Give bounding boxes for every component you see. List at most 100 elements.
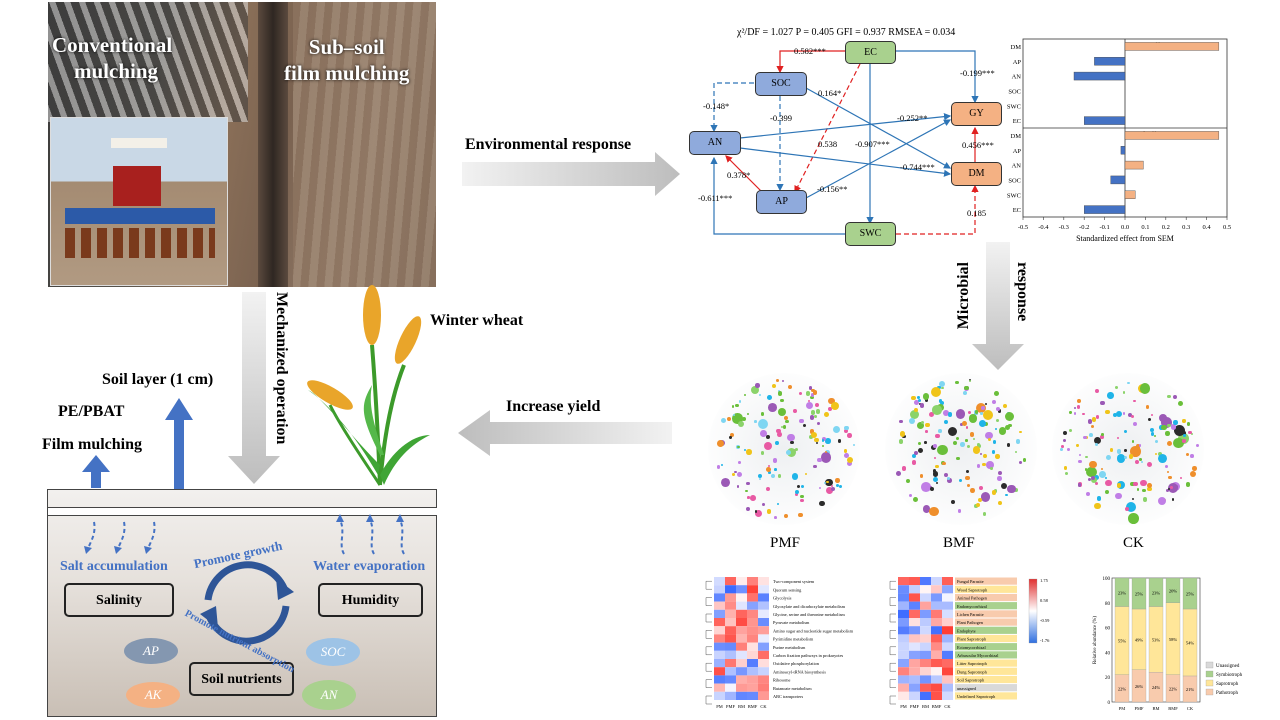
network-node [909,409,920,420]
label-saprotroph: 49% [1135,637,1144,642]
network-node [1014,450,1017,453]
network-node [938,429,942,433]
water-evaporation-label: Water evaporation [313,559,426,574]
network-node [806,401,814,409]
heatmap-cell [758,593,769,602]
network-node [1188,430,1192,435]
network-node [1087,477,1092,482]
heatmap-cell [898,601,909,610]
heatmap-cell [736,577,747,586]
heatmap-col-label: BM [922,704,929,709]
network-node [1115,492,1122,500]
network-node [917,396,921,399]
row-label-bg [955,593,1017,602]
network-node [778,408,787,417]
label-symbiotroph: 23% [1152,590,1161,595]
row-label-bg [955,651,1017,659]
network-node [1085,491,1091,497]
network-node [1004,425,1010,431]
label-saprotroph: 58% [1169,637,1178,642]
network-node [1130,446,1141,457]
network-node [1185,453,1189,456]
network-node [750,495,756,501]
heatmap-cell [931,642,942,651]
network-node [1076,444,1079,447]
network-node [757,418,769,430]
network-node [1168,487,1171,491]
network-node [828,397,835,405]
network-node [847,433,852,438]
network-node [767,394,772,400]
network-node [909,494,913,498]
effect-bar [1120,146,1126,155]
network-node [843,449,848,453]
heatmap-row-label: Butanoate metabolism [773,686,812,691]
network-node [785,419,789,424]
dendrogram-branch [889,613,896,623]
network-node [937,445,948,456]
heatmap-cell [942,675,953,684]
network-node [988,437,992,442]
coef-swc-dm: 0.185 [967,208,987,218]
network-node [1185,482,1191,487]
soil-texture [293,2,436,287]
photo-label-line: Sub–soil [308,35,385,59]
sem-paths [710,50,979,235]
network-node [1094,502,1101,510]
heatmap-cell [725,601,736,610]
network-node [980,492,991,502]
label-symbiotroph: 23% [1118,590,1127,595]
heatmap-cell [920,675,931,684]
heatmap-cell [898,618,909,627]
network-node [1124,449,1128,453]
heatmap-cell [736,601,747,610]
network-node [1086,466,1097,478]
network-node [1113,413,1118,418]
heatmap-cell [920,626,931,635]
bar-symbiotroph [1165,577,1181,603]
x-category-label: BM [1152,706,1159,711]
heatmap-row-label: Glycine, serine and threonine metabolism [773,612,845,618]
network-node [746,412,750,416]
effect-category-label: DM [1011,44,1022,51]
network-node [1146,461,1152,467]
film-layer [48,507,437,516]
photo-label-conventional: Conventional mulching [52,32,172,84]
network-node [783,513,788,518]
network-node [1083,435,1087,440]
heatmap-cell [758,683,769,692]
heatmap-cell [747,634,758,643]
effect-bar [1124,42,1220,51]
network-node [1142,488,1146,492]
color-scale-label: 1.75 [1040,578,1049,583]
heatmap-cell [931,667,942,676]
network-node [979,452,983,456]
network-node [899,431,906,437]
effect-category-label: AP [1013,59,1022,66]
network-node [969,432,975,437]
network-node [1077,483,1082,487]
heatmap-row-label: Soil Saprotroph [957,678,985,683]
network-node [826,480,829,484]
coef-soc-dm: 0.164* [818,88,842,98]
network-node [735,403,739,408]
network-node [1167,441,1173,447]
network-node [777,474,782,478]
network-node [813,390,818,395]
network-node [1139,383,1151,395]
network-node [823,412,829,418]
heatmap-cell [736,683,747,692]
network-node [950,499,956,505]
network-node [956,456,960,460]
network-node [1018,461,1022,465]
network-node [1078,459,1083,464]
network-node [1128,513,1139,524]
network-node [729,436,732,439]
tractor-body [113,166,161,206]
heatmap-row-label: Two-component system [773,579,815,584]
heatmap-cell [898,683,909,692]
label-symbiotroph: 20% [1169,588,1178,593]
heatmap-cell [725,659,736,668]
dendrogram-branch [889,630,896,639]
coef-an-gy: -0.252** [897,113,928,123]
